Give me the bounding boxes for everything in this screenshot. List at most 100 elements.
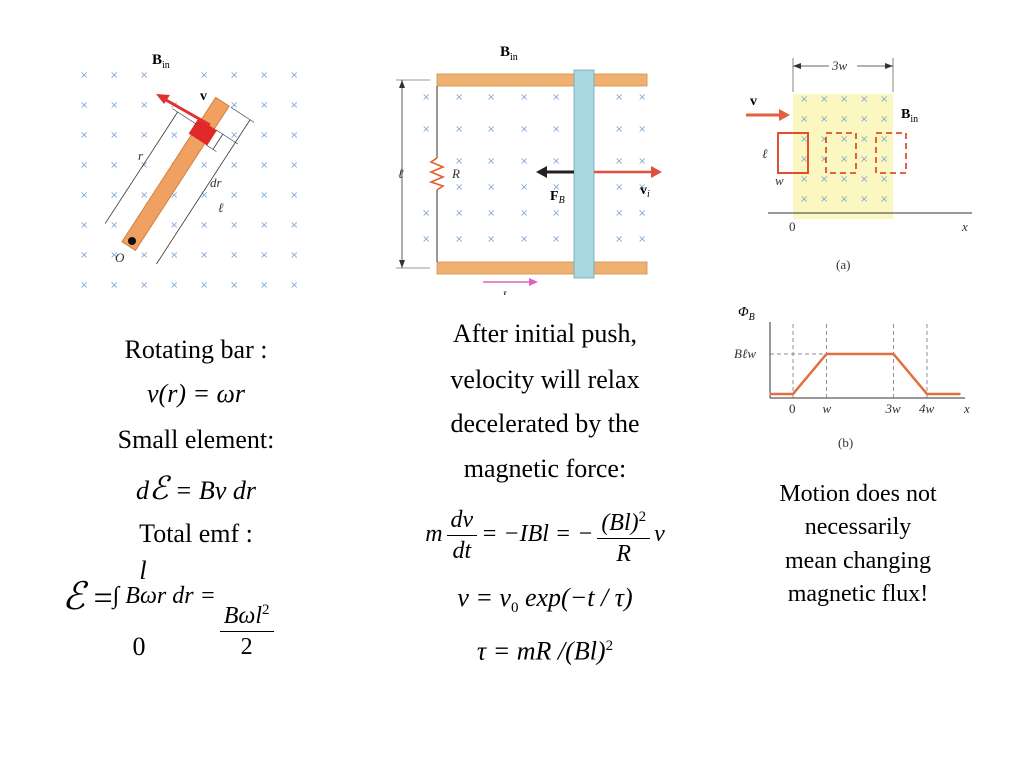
field-region [793,94,893,219]
field-cross-mark: × [615,92,623,103]
x-label: x [961,219,968,234]
field-cross-mark: × [230,130,238,141]
field-cross-mark: × [880,134,888,145]
small-element [188,118,217,146]
explanation-line-3: decelerated by the [450,409,640,438]
b-in-label: Bin [152,52,170,71]
field-cross-mark: × [487,182,495,193]
field-cross-mark: × [552,156,560,167]
x-label: x [963,401,970,416]
sliding-bar-figure: ××××××××××××××××××××××××××××××××××××××××… [396,44,662,295]
tick-label-w: w [823,401,832,416]
tick-label-0: 0 [789,401,796,416]
field-cross-mark: × [455,92,463,103]
field-crosses: ×××××××××××××××××××××××××××××× [800,94,888,205]
field-cross-mark: × [880,94,888,105]
field-cross-mark: × [840,154,848,165]
field-cross-mark: × [140,70,148,81]
field-cross-mark: × [80,250,88,261]
loop-field-figure: ×××××××××××××××××××××××××××××× 3w v Bin … [746,58,972,272]
field-cross-mark: × [880,154,888,165]
field-cross-mark: × [80,160,88,171]
field-cross-mark: × [520,92,528,103]
field-cross-mark: × [140,160,148,171]
field-cross-mark: × [170,190,178,201]
field-cross-mark: × [140,250,148,261]
l-label: ℓ [398,166,404,181]
field-cross-mark: × [820,134,828,145]
loop-dashed-2 [875,132,907,174]
conclusion-line-2: necessarily [804,514,912,540]
l-label: ℓ [762,146,768,161]
field-cross-mark: × [552,182,560,193]
field-cross-mark: × [200,70,208,81]
field-cross-mark: × [520,182,528,193]
r-dimension-line [104,111,178,224]
field-cross-mark: × [487,234,495,245]
phi-label: ΦB [738,305,755,323]
flux-graph: ΦB Bℓw 0 w 3w 4w x (b) [734,305,970,450]
explanation-line-4: magnetic force: [463,454,627,483]
loop-solid [777,132,809,174]
field-cross-mark: × [840,134,848,145]
field-cross-mark: × [615,182,623,193]
emf-element-equation: dℰ = Bv dr [136,470,256,506]
field-cross-mark: × [80,220,88,231]
velocity-arrow [165,98,211,127]
tick-label-4w: 4w [919,401,935,416]
field-cross-mark: × [290,70,298,81]
field-cross-mark: × [638,234,646,245]
field-cross-mark: × [840,174,848,185]
field-cross-mark: × [860,174,868,185]
field-cross-mark: × [230,280,238,291]
field-cross-mark: × [200,160,208,171]
field-cross-mark: × [110,250,118,261]
field-cross-mark: × [800,134,808,145]
bottom-rail [436,261,648,275]
field-cross-mark: × [880,194,888,205]
b-in-label: Bin [901,107,918,125]
field-cross-mark: × [552,234,560,245]
r-label: R [451,166,460,181]
field-cross-mark: × [820,154,828,165]
field-cross-mark: × [290,190,298,201]
field-cross-mark: × [638,156,646,167]
field-cross-mark: × [230,70,238,81]
field-cross-mark: × [520,156,528,167]
blw-label: Bℓw [734,346,756,361]
small-element-heading: Small element: [117,425,275,454]
dr-label: dr [210,175,223,190]
field-cross-mark: × [800,194,808,205]
field-cross-mark: × [80,70,88,81]
field-cross-mark: × [422,92,430,103]
field-cross-mark: × [260,160,268,171]
v-label: v [750,94,757,109]
velocity-solution: v = v0 exp(−t / τ) [457,583,633,617]
l-dimension-line [156,119,251,265]
field-cross-mark: × [615,208,623,219]
field-cross-mark: × [638,208,646,219]
field-cross-mark: × [615,156,623,167]
field-cross-mark: × [455,208,463,219]
field-cross-mark: × [455,182,463,193]
field-cross-mark: × [110,220,118,231]
field-cross-mark: × [860,94,868,105]
field-cross-mark: × [820,174,828,185]
explanation-line-2: velocity will relax [450,365,640,394]
field-cross-mark: × [455,124,463,135]
o-label: O [115,250,125,265]
field-cross-mark: × [800,174,808,185]
tick-label-3w: 3w [885,401,902,416]
total-emf-heading: Total emf : [139,519,253,548]
field-cross-mark: × [140,280,148,291]
conclusion-line-1: Motion does not [779,481,937,507]
l-label: ℓ [218,200,224,215]
rotating-bar-heading: Rotating bar : [124,335,268,364]
field-cross-mark: × [170,250,178,261]
field-cross-mark: × [230,100,238,111]
integral-lower-limit: 0 [132,632,146,661]
field-cross-mark: × [110,70,118,81]
field-cross-mark: × [230,190,238,201]
